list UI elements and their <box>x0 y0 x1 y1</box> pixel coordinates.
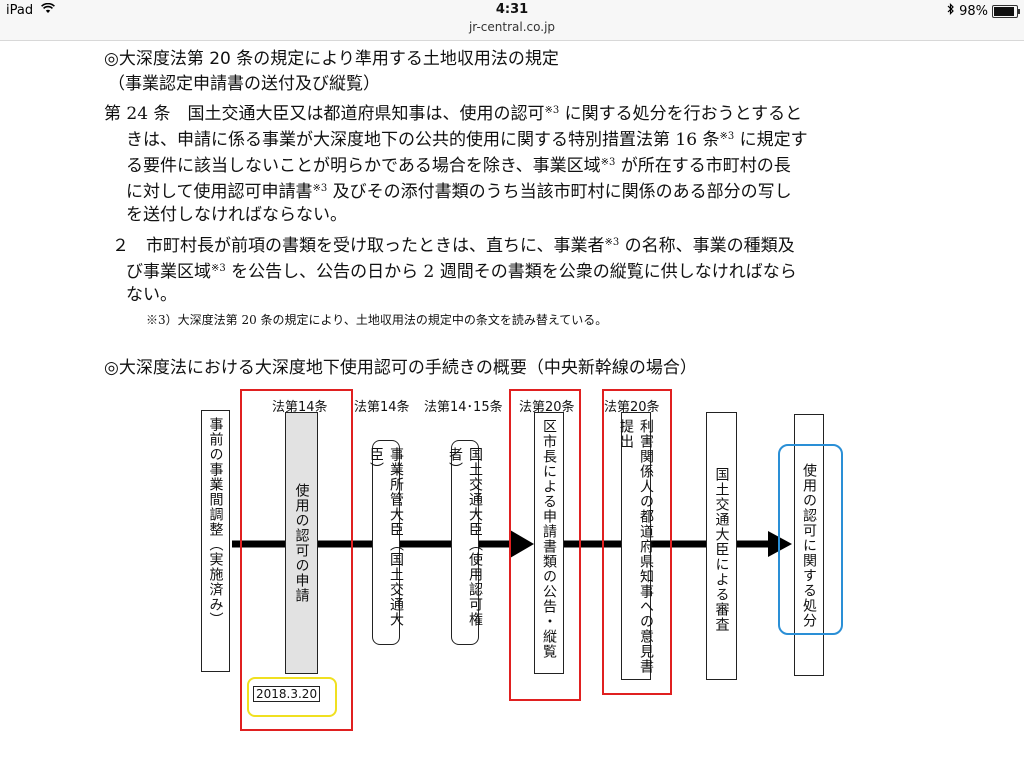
article24-line2: きは、申請に係る事業が大深度地下の公共的使用に関する特別措置法第 16 条※3 … <box>126 130 808 150</box>
battery-percent: 98% <box>959 3 988 19</box>
status-bar: iPad 4:31 jr-central.co.jp 98% <box>0 0 1024 41</box>
paragraph2-line3: ない。 <box>126 285 177 305</box>
address-url[interactable]: jr-central.co.jp <box>468 20 556 34</box>
article24-line1: 第 24 条 国土交通大臣又は都道府県知事は、使用の認可※3 に関する処分を行お… <box>104 104 803 124</box>
paragraph2-line2: び事業区域※3 を公告し、公告の日から 2 週間その書類を公衆の縦覧に供しなけれ… <box>126 262 797 282</box>
article24-line3: る要件に該当しないことが明らかである場合を除き、事業区域※3 が所在する市町村の… <box>126 156 791 176</box>
paragraph2-line1: ２ 市町村長が前項の書類を受け取ったときは、直ちに、事業者※3 の名称、事業の種… <box>112 236 795 256</box>
wifi-icon <box>41 2 56 18</box>
article24-line5: を送付しなければならない。 <box>126 205 347 225</box>
section1-heading: ◎大深度法第 20 条の規定により準用する土地収用法の規定 <box>104 49 559 69</box>
status-right: 98% <box>947 3 1020 19</box>
status-left: iPad <box>6 2 56 18</box>
bluetooth-icon <box>947 3 955 19</box>
status-time: 4:31 <box>495 2 529 17</box>
device-label: iPad <box>6 3 34 18</box>
footnote: ※3）大深度法第 20 条の規定により、土地収用法の規定中の条文を読み替えている… <box>146 313 608 327</box>
section1-subheading: （事業認定申請書の送付及び縦覧） <box>108 74 380 94</box>
battery-icon <box>992 4 1020 18</box>
section2-heading: ◎大深度法における大深度地下使用認可の手続きの概要（中央新幹線の場合） <box>104 358 697 378</box>
article24-line4: に対して使用認可申請書※3 及びその添付書類のうち当該市町村に関係のある部分の写… <box>126 182 792 202</box>
